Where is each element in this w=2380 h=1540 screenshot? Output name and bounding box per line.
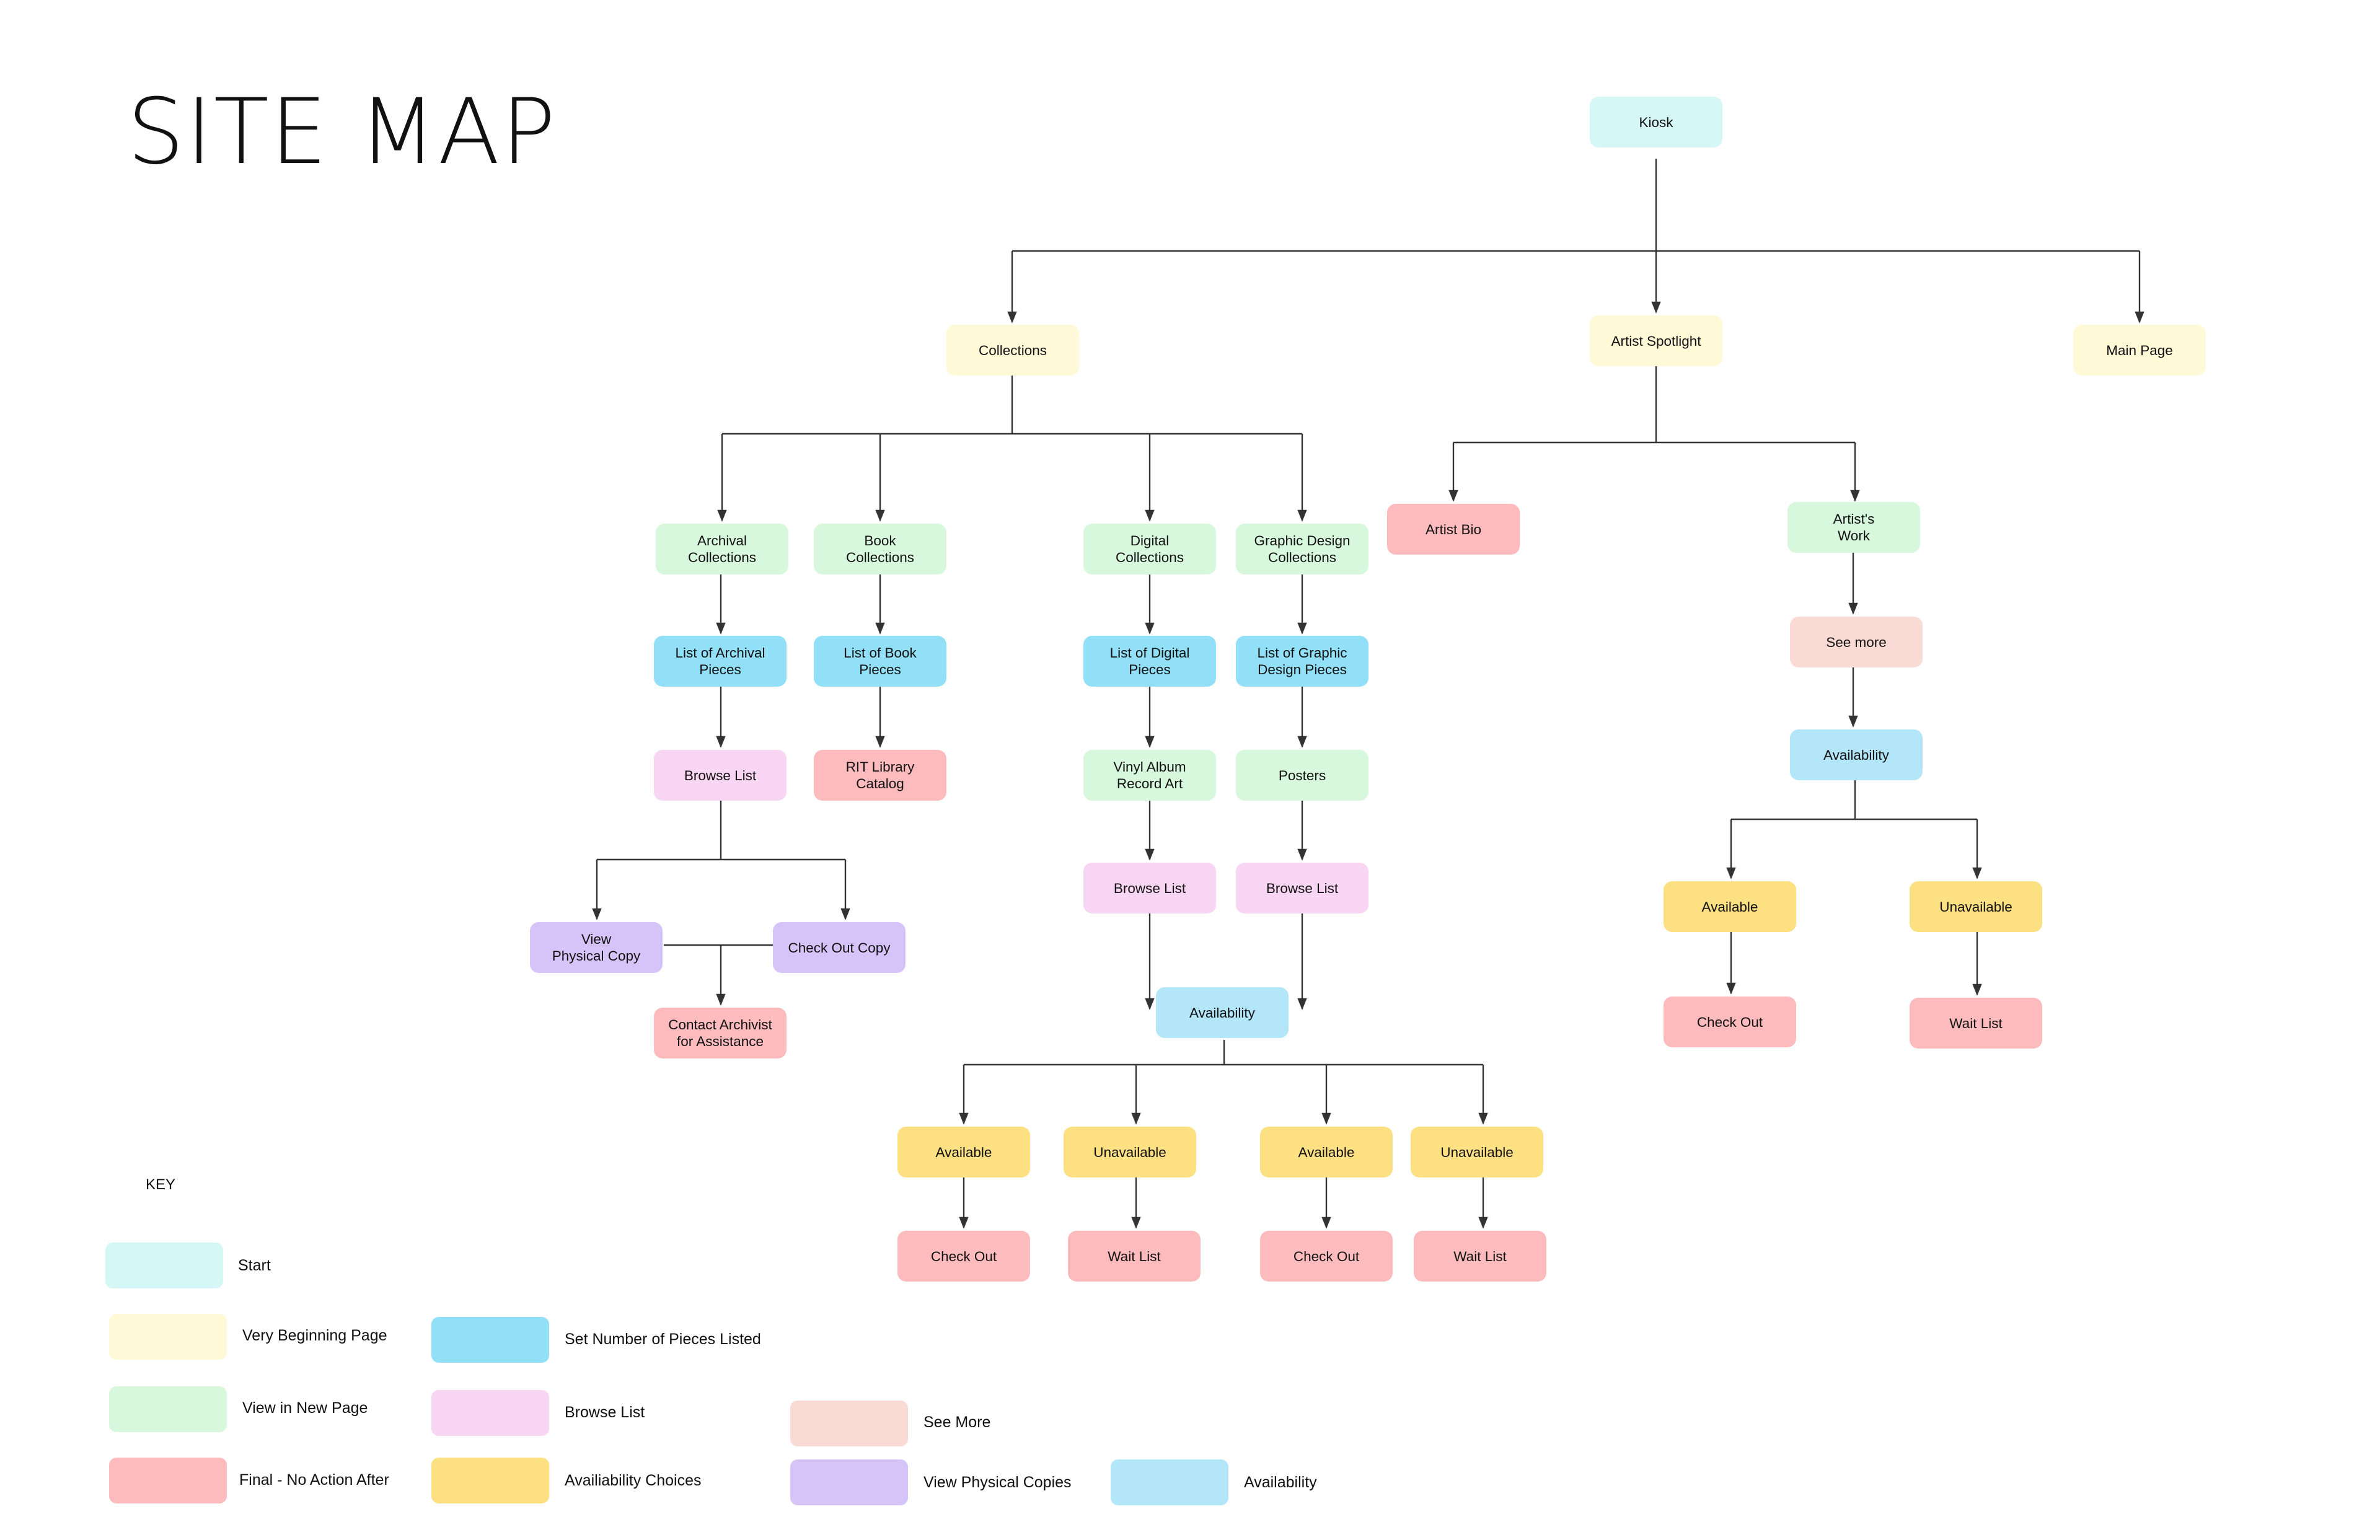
node-wait-list-1: Wait List <box>1068 1231 1201 1282</box>
node-check-out-1: Check Out <box>897 1231 1030 1282</box>
key-label-start: Start <box>238 1257 271 1274</box>
node-wait-list-2: Wait List <box>1414 1231 1546 1282</box>
key-swatch-view-physical-copies <box>790 1459 908 1505</box>
node-artists-work: Artist's Work <box>1787 502 1920 553</box>
node-list-digital: List of Digital Pieces <box>1083 636 1216 687</box>
node-posters: Posters <box>1236 750 1368 801</box>
node-digital-availability: Availability <box>1156 987 1289 1038</box>
key-swatch-final <box>109 1458 227 1503</box>
node-archival-collections: Archival Collections <box>656 524 788 574</box>
key-label-browse-list: Browse List <box>565 1404 645 1421</box>
key-swatch-availability <box>1111 1459 1228 1505</box>
node-collections: Collections <box>946 325 1079 376</box>
key-swatch-very-beginning-page <box>109 1314 227 1360</box>
node-book-collections: Book Collections <box>814 524 946 574</box>
node-list-graphic: List of Graphic Design Pieces <box>1236 636 1368 687</box>
key-title: KEY <box>146 1176 176 1193</box>
node-artist-availability: Availability <box>1790 729 1923 780</box>
node-available-2: Available <box>1260 1127 1393 1177</box>
node-check-out-2: Check Out <box>1260 1231 1393 1282</box>
key-label-availability: Availability <box>1244 1474 1317 1491</box>
node-artist-unavailable: Unavailable <box>1910 881 2042 932</box>
key-swatch-view-in-new-page <box>109 1386 227 1432</box>
node-browse-vinyl: Browse List <box>1083 863 1216 913</box>
node-digital-collections: Digital Collections <box>1083 524 1216 574</box>
key-swatch-start <box>105 1243 223 1288</box>
node-artist-check-out: Check Out <box>1664 997 1796 1047</box>
node-kiosk: Kiosk <box>1590 97 1722 147</box>
key-label-view-physical-copies: View Physical Copies <box>923 1474 1072 1491</box>
node-unavailable-2: Unavailable <box>1411 1127 1543 1177</box>
key-swatch-see-more <box>790 1401 908 1446</box>
node-artist-bio: Artist Bio <box>1387 504 1520 555</box>
key-label-set-number: Set Number of Pieces Listed <box>565 1331 761 1348</box>
key-swatch-availability-choices <box>431 1458 549 1503</box>
node-view-physical: View Physical Copy <box>530 922 663 973</box>
node-available-1: Available <box>897 1127 1030 1177</box>
node-artist-available: Available <box>1664 881 1796 932</box>
node-contact-archivist: Contact Archivist for Assistance <box>654 1008 787 1058</box>
node-vinyl: Vinyl Album Record Art <box>1083 750 1216 801</box>
node-artist-wait-list: Wait List <box>1910 998 2042 1049</box>
node-list-archival: List of Archival Pieces <box>654 636 787 687</box>
key-label-availability-choices: Availiability Choices <box>565 1472 702 1489</box>
node-unavailable-1: Unavailable <box>1064 1127 1196 1177</box>
page-title: SITE MAP <box>127 79 557 185</box>
node-rit-catalog: RIT Library Catalog <box>814 750 946 801</box>
node-artist-spotlight: Artist Spotlight <box>1590 315 1722 366</box>
node-graphic-design-collections: Graphic Design Collections <box>1236 524 1368 574</box>
key-label-very-beginning-page: Very Beginning Page <box>242 1327 387 1344</box>
node-list-book: List of Book Pieces <box>814 636 946 687</box>
key-label-see-more: See More <box>923 1414 991 1431</box>
node-main-page: Main Page <box>2073 325 2206 376</box>
key-swatch-set-number <box>431 1317 549 1363</box>
key-swatch-browse-list <box>431 1390 549 1436</box>
node-check-out-copy: Check Out Copy <box>773 922 906 973</box>
node-browse-posters: Browse List <box>1236 863 1368 913</box>
node-browse-archival: Browse List <box>654 750 787 801</box>
key-label-final: Final - No Action After <box>239 1471 389 1489</box>
key-label-view-in-new-page: View in New Page <box>242 1399 368 1417</box>
node-see-more: See more <box>1790 617 1923 667</box>
